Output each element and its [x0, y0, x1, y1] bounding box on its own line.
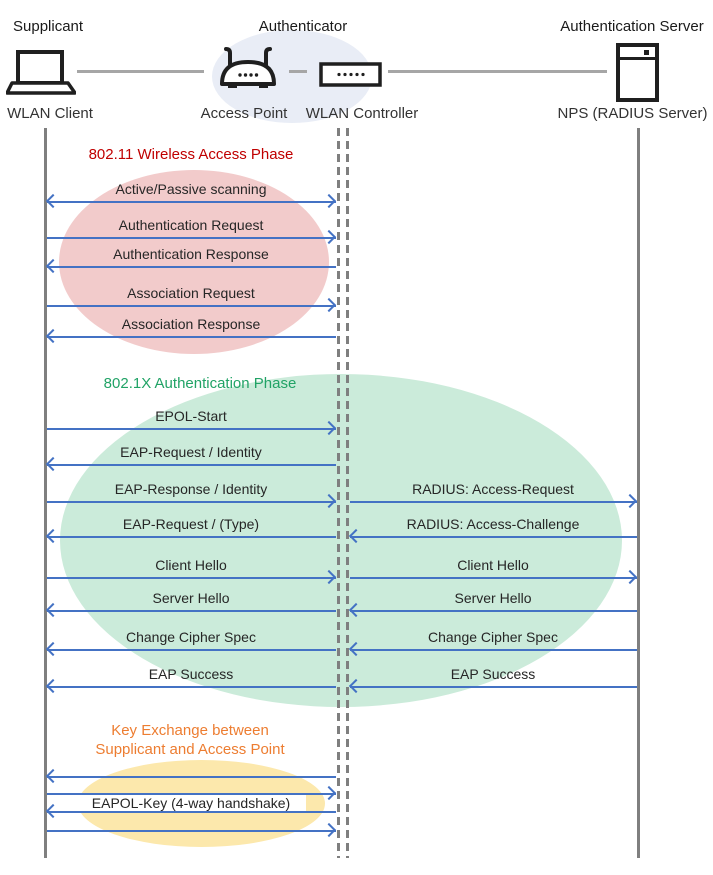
role-label-supplicant: Supplicant [13, 18, 84, 35]
phase-title-key-exchange-line2: Supplicant and Access Point [95, 741, 285, 758]
role-label-authenticator: Authenticator [258, 18, 348, 35]
message-arrow-line [47, 305, 336, 307]
node-label-nps-radius-server: NPS (RADIUS Server) [557, 105, 708, 122]
access-point-icon [214, 46, 282, 97]
phase-80211-ellipse [59, 170, 329, 354]
message-label: EAP-Request / (Type) [122, 516, 260, 532]
message-label: EAP-Request / Identity [120, 444, 262, 460]
message-arrow-line [47, 811, 336, 813]
message-label: Change Cipher Spec [126, 629, 256, 645]
message-arrow-line [350, 686, 637, 688]
message-arrow-line [47, 649, 336, 651]
message-label: EPOL-Start [155, 408, 227, 424]
message-arrow-line [47, 501, 336, 503]
message-arrow-line [47, 201, 336, 203]
message-arrow-line [47, 336, 336, 338]
message-label: Active/Passive scanning [115, 181, 267, 197]
message-arrow-line [47, 464, 336, 466]
link-ap-to-controller [289, 70, 307, 73]
lifeline-radius-server [637, 128, 640, 858]
arrowhead-right-icon [321, 822, 337, 838]
link-client-to-ap [77, 70, 204, 73]
message-label: Server Hello [454, 590, 532, 606]
message-label: Change Cipher Spec [428, 629, 558, 645]
message-label: Client Hello [457, 557, 529, 573]
message-label: Authentication Response [113, 246, 269, 262]
message-arrow-line [47, 428, 336, 430]
phase-title-key-exchange-line1: Key Exchange between [111, 722, 269, 739]
message-label: EAPOL-Key (4-way handshake) [76, 795, 306, 811]
link-controller-to-server [388, 70, 607, 73]
message-label: EAP-Response / Identity [114, 481, 268, 497]
message-arrow-line [350, 536, 637, 538]
message-label: EAP Success [450, 666, 536, 682]
message-label: Server Hello [152, 590, 230, 606]
arrowhead-left-icon [45, 768, 61, 784]
message-arrow-line [47, 793, 336, 795]
message-arrow-line [47, 686, 336, 688]
wlan-controller-icon [319, 62, 382, 92]
node-label-wlan-client: WLAN Client [7, 105, 93, 122]
node-label-wlan-controller: WLAN Controller [305, 105, 419, 122]
message-arrow-line [350, 649, 637, 651]
message-arrow-line [47, 237, 336, 239]
lifeline-wlan-client [44, 128, 47, 858]
phase-title-80211: 802.11 Wireless Access Phase [88, 146, 294, 163]
message-label: Client Hello [155, 557, 227, 573]
message-label: RADIUS: Access-Challenge [406, 516, 580, 532]
message-arrow-line [47, 536, 336, 538]
message-label: EAP Success [148, 666, 234, 682]
laptop-icon [5, 50, 77, 100]
server-icon [615, 42, 660, 108]
lifeline-authenticator-dashed-1 [337, 128, 340, 858]
message-arrow-line [47, 577, 336, 579]
message-label: Association Response [121, 316, 261, 332]
message-arrow-line [350, 501, 637, 503]
arrowhead-left-icon [45, 803, 61, 819]
phase-title-8021x: 802.1X Authentication Phase [103, 375, 297, 392]
message-label: Authentication Request [118, 217, 264, 233]
node-label-access-point: Access Point [200, 105, 288, 122]
message-arrow-line [47, 266, 336, 268]
message-arrow-line [47, 776, 336, 778]
message-arrow-line [350, 577, 637, 579]
lifeline-authenticator-dashed-2 [346, 128, 349, 858]
message-label: Association Request [127, 285, 255, 301]
message-arrow-line [350, 610, 637, 612]
role-label-authentication-server: Authentication Server [560, 18, 704, 35]
phase-title-key-exchange: Key Exchange between Supplicant and Acce… [60, 721, 320, 759]
message-arrow-line [47, 610, 336, 612]
message-arrow-line [47, 830, 336, 832]
message-label: RADIUS: Access-Request [412, 481, 574, 497]
